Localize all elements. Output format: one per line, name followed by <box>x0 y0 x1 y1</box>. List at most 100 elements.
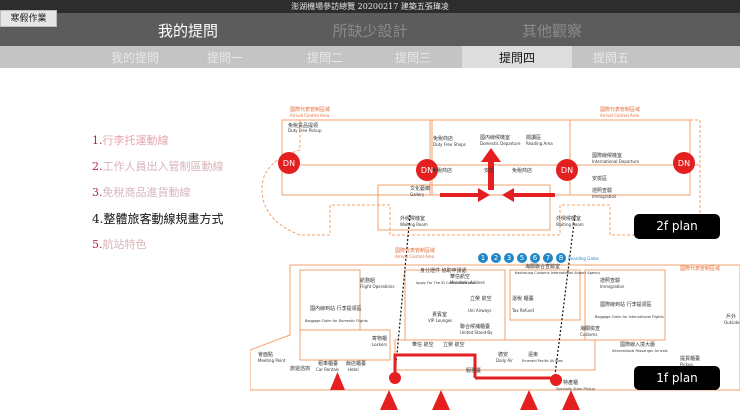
map-label: 免稅商店 <box>432 167 452 174</box>
main-navigation: 我的提問 所缺少設計 其他觀察 <box>0 13 740 46</box>
lower-floor-plan <box>250 264 740 391</box>
flow-node <box>550 374 562 386</box>
map-label: 國際線入境大廳 <box>620 341 655 348</box>
map-label: 證照查驗 <box>592 187 612 194</box>
question-number: 3. <box>92 186 103 199</box>
map-label: 寄物櫃 <box>372 335 387 342</box>
map-label: 會面點 <box>258 351 273 358</box>
map-label: 國際代表管制區域 <box>680 265 720 272</box>
map-label: Specialty Store Pickup <box>556 387 596 391</box>
map-label: 安檢 <box>484 167 494 174</box>
map-label: International Passenger Arrivals <box>612 349 668 353</box>
map-label: Kaohsiung Customs International Airport … <box>515 271 600 275</box>
map-label: Baggage Claim for International Flights <box>595 315 664 319</box>
map-label: International Departure <box>592 159 640 164</box>
map-label: 立榮 航空 <box>443 341 465 348</box>
question-text: 整體旅客動線規畫方式 <box>103 212 224 226</box>
sub-tab-question-2[interactable]: 提問二 <box>306 51 343 65</box>
map-label: 文化藝廊 <box>410 185 430 192</box>
map-label: 免稅商店 <box>433 135 453 142</box>
dn-marker <box>673 152 695 174</box>
map-label: Arrival Control Area <box>290 113 330 118</box>
question-item-4[interactable]: 4.整體旅客動線規畫方式 <box>92 206 262 232</box>
lower-labels: 國際代表管制區域 Arrival Control Area 國際代表管制區域 B… <box>258 247 740 391</box>
map-label: Emerald Pacific Airlines <box>522 359 563 363</box>
map-label: Duty Free Shops <box>433 142 466 147</box>
question-item-3[interactable]: 3.免稅商品進貨動線 <box>92 180 262 206</box>
question-item-2[interactable]: 2.工作人員出入管制區動線 <box>92 154 262 180</box>
gate-number: 8 <box>559 254 563 262</box>
map-label: 免稅貨品提領 <box>288 122 318 129</box>
dn-marker <box>556 159 578 181</box>
map-label: 海關檢查 <box>580 325 600 332</box>
main-tab-other-observations[interactable]: 其他觀察 <box>521 22 582 40</box>
floor-tag-2f: 2f plan <box>634 214 720 239</box>
dn-marker <box>416 159 438 181</box>
map-label: Gallery <box>410 192 425 197</box>
map-label: 身分證件 協助申請處 <box>420 267 467 274</box>
map-label: Daily Air <box>496 358 513 363</box>
gate-markers: 1 2 3 5 6 7 8 <box>478 253 566 263</box>
map-label: Immigration <box>600 284 625 289</box>
map-label: 國際代表管制區域 <box>395 247 435 254</box>
map-label: 退稅 櫃臺 <box>512 295 534 302</box>
question-text: 免稅商品進貨動線 <box>102 186 191 199</box>
map-label: 國際線到站 行李提領區 <box>600 301 652 308</box>
map-label: 旅遊諮詢 <box>290 365 310 372</box>
map-label: Baggage Claim for Domestic Flights <box>305 319 368 323</box>
map-label: 國內線候機室 <box>480 134 510 141</box>
gate-number: 2 <box>494 254 498 262</box>
map-label: 華信 航空 <box>412 341 434 348</box>
question-list: 1.行李托運動線 2.工作人員出入管制區動線 3.免稅商品進貨動線 4.整體旅客… <box>92 128 262 258</box>
gate-number: 6 <box>533 254 538 262</box>
sub-tab-question-4[interactable]: 提問四 <box>462 46 572 68</box>
map-label: Outside <box>724 320 740 325</box>
question-text: 行李托運動線 <box>102 134 169 147</box>
question-item-5[interactable]: 5.航站特色 <box>92 232 262 258</box>
map-label: Tax Refund <box>511 308 534 313</box>
sub-tab-question-3[interactable]: 提問三 <box>394 51 431 65</box>
window-title: 澎湖機場參訪總覽 20200217 建築五張瑋凌 <box>291 2 449 11</box>
map-label: Apply For The ID Card Certification <box>416 281 477 285</box>
flow-path-lower <box>393 353 555 380</box>
flow-node <box>389 372 401 384</box>
map-label: Lockers <box>372 342 387 347</box>
map-label: Immigration <box>592 194 617 199</box>
question-number: 1. <box>92 134 103 147</box>
window-title-bar: 澎湖機場參訪總覽 20200217 建築五張瑋凌 <box>0 0 740 13</box>
map-label: 華信航空 <box>450 273 470 280</box>
map-label: 國際代表管制區域 <box>290 106 330 113</box>
entrance-markers <box>330 372 580 410</box>
map-label: 航務組 <box>360 277 375 284</box>
sub-tab-my-questions[interactable]: 我的提問 <box>110 51 159 65</box>
map-label: Reading Area <box>526 141 553 146</box>
map-label: 提貨櫃臺 <box>680 355 700 362</box>
map-label: 戶外 <box>726 313 736 320</box>
flow-arrows-upper <box>440 148 555 202</box>
map-label: 海關聯合查驗室 <box>525 263 560 270</box>
map-label: 聯合候補櫃臺 <box>460 323 490 330</box>
main-tab-my-questions[interactable]: 我的提問 <box>157 22 218 40</box>
map-label: Waiting Room <box>556 222 584 227</box>
upper-floor-plan <box>261 119 701 236</box>
dn-label: DN <box>421 166 433 175</box>
map-label: 立榮 航空 <box>470 295 492 302</box>
main-tab-missing-design[interactable]: 所缺少設計 <box>332 22 408 40</box>
map-label: 證照查驗 <box>600 277 620 284</box>
map-label: Arrival Control Area <box>600 113 640 118</box>
map-label: Meeting Point <box>258 358 286 363</box>
map-label: 外候候機室 <box>400 215 425 222</box>
map-label: 國際代表管制區域 <box>600 106 640 113</box>
homework-button[interactable]: 寒假作業 <box>0 10 57 27</box>
gate-number: 3 <box>507 254 511 262</box>
sub-tab-question-1[interactable]: 提問一 <box>206 51 243 65</box>
map-label: Pickup <box>680 362 693 367</box>
map-label: 國際線候機室 <box>592 152 622 159</box>
question-number: 4. <box>92 212 104 226</box>
map-label: 免稅商店 <box>512 167 532 174</box>
question-item-1[interactable]: 1.行李托運動線 <box>92 128 262 154</box>
dn-label: DN <box>561 166 573 175</box>
sub-tab-question-5[interactable]: 提問五 <box>592 51 629 65</box>
map-label: Waiting Room <box>400 222 428 227</box>
map-label: 貴賓室 <box>432 311 447 318</box>
